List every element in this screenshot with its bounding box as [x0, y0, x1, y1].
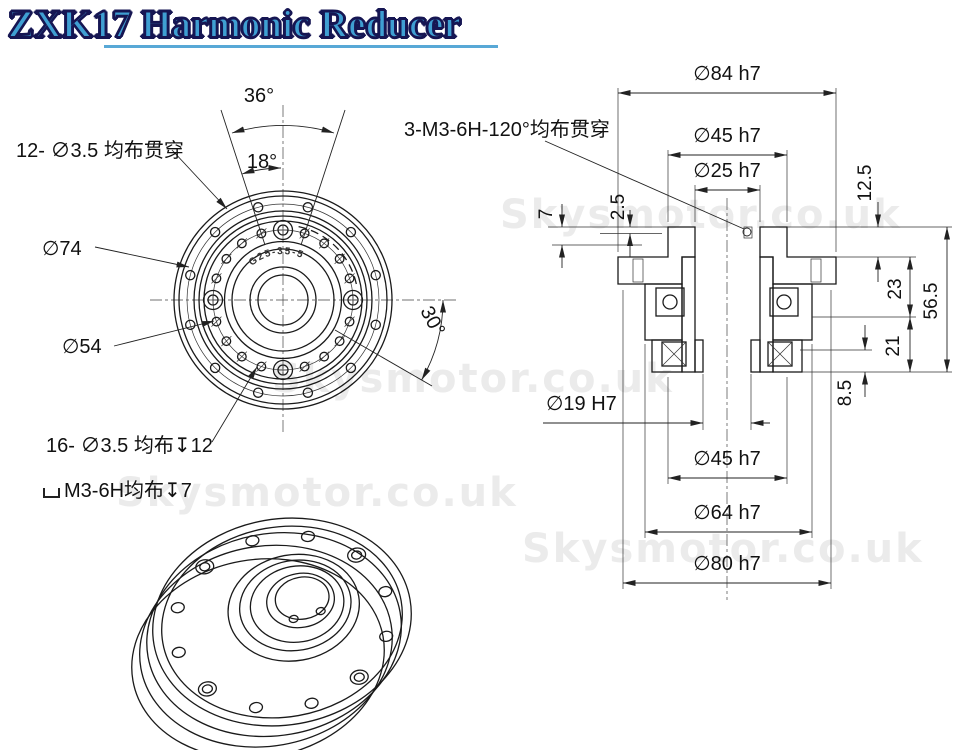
callout-d54: ∅54 — [62, 336, 102, 358]
dim-56-5: 56.5 — [921, 283, 942, 320]
bearings — [655, 287, 799, 367]
m3-hole — [743, 226, 753, 239]
watermark-text: Skysmotor.co.uk — [500, 192, 902, 238]
dim-d45-top: ∅45 h7 — [693, 125, 760, 147]
bore-face-hole — [288, 614, 299, 624]
angle-dimensions — [220, 109, 447, 387]
counterbore-icon — [43, 488, 60, 498]
front-leaders — [94, 149, 258, 443]
dim-2-5: 2.5 — [608, 194, 629, 220]
dim-21: 21 — [883, 335, 904, 356]
callout-d74: ∅74 — [42, 238, 82, 260]
isometric-view — [131, 517, 412, 750]
section-inner-tube — [681, 256, 774, 373]
callout-m3: M3-6H均布↧7 — [64, 479, 192, 502]
angle-36-label: 36° — [244, 85, 274, 107]
dim-d19: ∅19 H7 — [546, 393, 617, 415]
dimension-lines — [543, 90, 950, 586]
callout-12-holes: 12- ∅3.5 均布贯穿 — [16, 139, 184, 162]
angle-30-label: 30° — [415, 303, 449, 340]
bore-face-hole — [315, 606, 326, 616]
callout-3-m3: 3-M3-6H-120°均布贯穿 — [404, 118, 610, 141]
dim-23: 23 — [885, 278, 906, 299]
watermark-text: Skysmotor.co.uk — [116, 470, 518, 516]
angle-18-label: 18° — [247, 151, 277, 173]
dim-d80: ∅80 h7 — [693, 553, 760, 575]
gear-dashed-arc — [298, 225, 358, 285]
dim-12-5: 12.5 — [855, 165, 876, 202]
dim-8-5: 8.5 — [835, 380, 856, 406]
page-title: ZXK17 Harmonic Reducer — [7, 2, 462, 47]
outer-bolt-holes — [185, 202, 381, 398]
dim-d64: ∅64 h7 — [693, 502, 760, 524]
dim-d45-bottom: ∅45 h7 — [693, 448, 760, 470]
section-view: ∅84 h7 ∅45 h7 ∅25 h7 3-M3-6H-120°均布贯穿 7 … — [404, 63, 952, 600]
iso-bolt-holes — [170, 530, 394, 714]
title-underline — [104, 45, 498, 48]
dim-7: 7 — [536, 209, 557, 220]
callout-16-holes: 16- ∅3.5 均布↧12 — [46, 434, 213, 457]
flange-bolt-slot — [632, 258, 644, 283]
inner-bolt-holes — [202, 219, 364, 381]
dim-d84: ∅84 h7 — [693, 63, 760, 85]
dim-d25: ∅25 h7 — [693, 160, 760, 182]
flange-bolt-slot — [810, 258, 822, 283]
front-view: G25-35-5 36° 18° 30° — [16, 85, 458, 502]
